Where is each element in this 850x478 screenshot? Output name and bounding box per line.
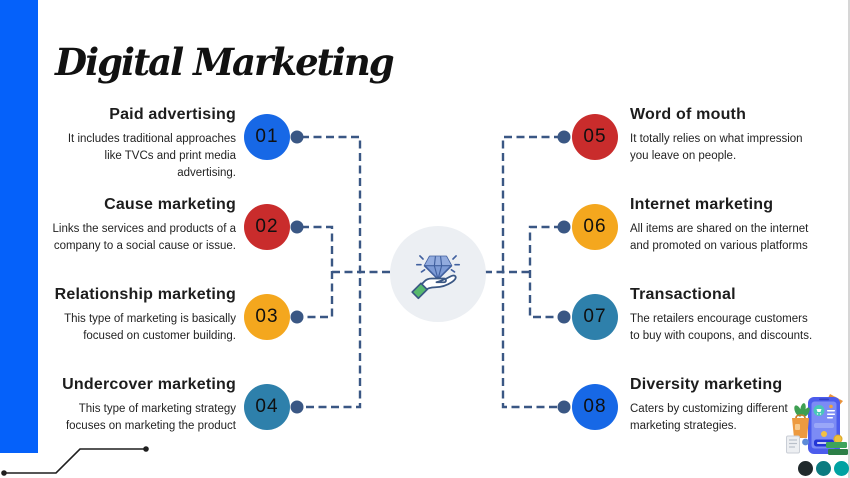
item-body: It totally relies on what impression you… bbox=[630, 133, 803, 162]
item-cause-marketing: Cause marketing Links the services and p… bbox=[48, 196, 236, 255]
circuit-line-decoration bbox=[1, 446, 149, 476]
number-badge-06: 06 bbox=[572, 204, 618, 250]
number-badge-05: 05 bbox=[572, 114, 618, 160]
footer-dots bbox=[798, 461, 849, 476]
item-undercover-marketing: Undercover marketing This type of market… bbox=[48, 376, 236, 435]
item-body: Links the services and products of a com… bbox=[52, 223, 236, 252]
footer-dot-dark bbox=[798, 461, 813, 476]
item-diversity-marketing: Diversity marketing Caters by customizin… bbox=[630, 376, 818, 435]
item-body: This type of marketing is basically focu… bbox=[64, 313, 236, 342]
number-badge-01: 01 bbox=[244, 114, 290, 160]
item-body: It includes traditional approaches like … bbox=[67, 133, 236, 179]
item-body: All items are shared on the internet and… bbox=[630, 223, 809, 252]
item-body: This type of marketing strategy focuses … bbox=[65, 403, 236, 432]
number-badge-04: 04 bbox=[244, 384, 290, 430]
item-paid-advertising: Paid advertising It includes traditional… bbox=[48, 106, 236, 182]
number-badge-02: 02 bbox=[244, 204, 290, 250]
item-word-of-mouth: Word of mouth It totally relies on what … bbox=[630, 106, 818, 165]
number-badge-08: 08 bbox=[572, 384, 618, 430]
item-title: Word of mouth bbox=[630, 106, 747, 123]
item-title: Diversity marketing bbox=[630, 376, 783, 393]
item-title: Transactional bbox=[630, 286, 736, 303]
hand-holding-diamond-icon bbox=[411, 255, 461, 300]
item-title: Relationship marketing bbox=[54, 286, 236, 303]
footer-dot-teal bbox=[816, 461, 831, 476]
mobile-shopping-illustration bbox=[786, 394, 848, 455]
item-internet-marketing: Internet marketing All items are shared … bbox=[630, 196, 818, 255]
number-badge-03: 03 bbox=[244, 294, 290, 340]
accent-bar bbox=[0, 0, 38, 453]
item-title: Paid advertising bbox=[109, 106, 236, 123]
slide-right-border bbox=[848, 0, 850, 478]
page-title: Digital Marketing bbox=[55, 40, 395, 84]
item-relationship-marketing: Relationship marketing This type of mark… bbox=[48, 286, 236, 345]
item-title: Cause marketing bbox=[104, 196, 236, 213]
item-title: Undercover marketing bbox=[62, 376, 236, 393]
item-transactional: Transactional The retailers encourage cu… bbox=[630, 286, 818, 345]
footer-dot-bright-teal bbox=[834, 461, 849, 476]
item-title: Internet marketing bbox=[630, 196, 774, 213]
number-badge-07: 07 bbox=[572, 294, 618, 340]
item-body: The retailers encourage customers to buy… bbox=[630, 313, 813, 342]
center-icon-circle bbox=[390, 226, 486, 322]
item-body: Caters by customizing different marketin… bbox=[630, 403, 788, 432]
